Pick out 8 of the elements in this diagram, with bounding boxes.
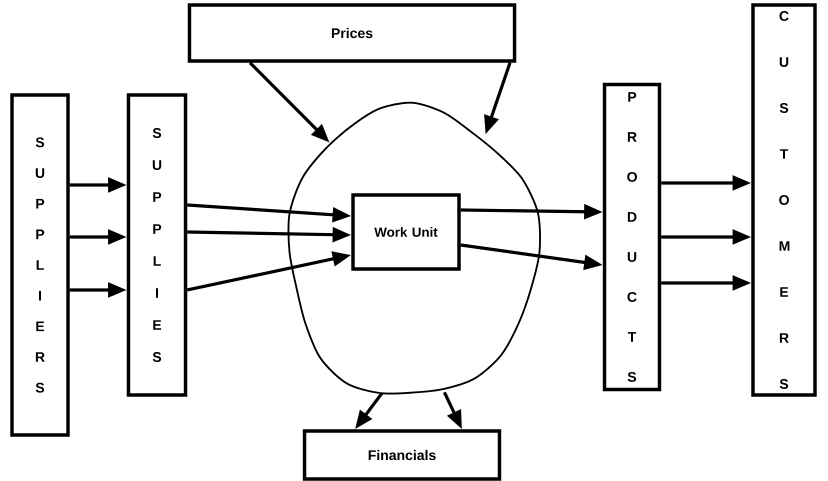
label-box: Work Unit xyxy=(351,193,461,271)
vertical-box: P R O D U C T S xyxy=(602,82,662,392)
vertical-box: C U S T O M E R S xyxy=(751,3,817,397)
vertical-box: S U P P L I E S xyxy=(126,93,188,397)
vertical-box: S U P P L I E R S xyxy=(10,93,70,437)
label-box: Financials xyxy=(302,429,502,481)
blob-shape xyxy=(288,102,541,395)
label-box: Prices xyxy=(188,3,516,63)
